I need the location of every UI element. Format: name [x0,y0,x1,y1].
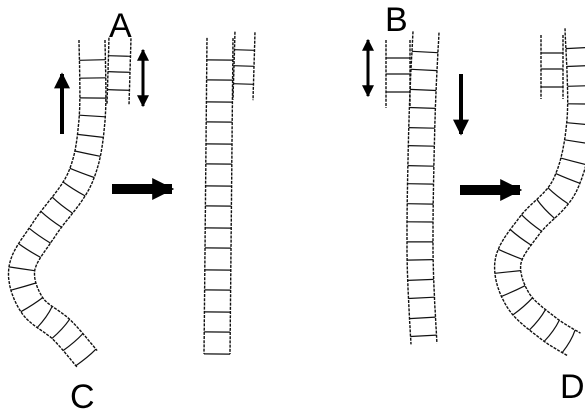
strand-segment [235,50,255,51]
strand-segment [409,108,435,109]
strand-segment [556,174,580,184]
strand-wall [204,38,207,354]
strand-segment [407,260,433,261]
strand-segment [411,69,437,70]
strand-segment [498,249,522,259]
strand-segment [234,66,254,67]
strand-segment [19,244,41,258]
doublet-c-bent [9,40,106,367]
strand-segment [52,319,70,338]
strand-wall [35,40,106,351]
strand-segment [522,215,542,232]
strand-segment [63,182,85,196]
strand-wall [407,31,413,344]
strand-segment [29,228,50,243]
strand-wall [107,38,109,104]
strand-segment [567,65,585,66]
strand-segment [408,146,434,147]
strand-segment [76,349,96,366]
strand-segment [9,267,35,271]
strand-segment [537,199,555,218]
strand-segment [566,47,585,48]
panel-label-b: B [385,3,408,37]
strand-segment [79,60,105,61]
strand-segment [501,286,525,297]
strand-segment [41,211,62,227]
strand-segment [565,140,585,144]
strand-segment [78,134,104,137]
strand-segment [409,297,435,298]
strand-segment [544,320,559,341]
panel-label-d: D [560,370,585,404]
doublet-b-short [386,40,410,108]
strand-segment [567,123,585,125]
strand-segment [107,90,129,91]
strand-segment [52,197,72,213]
strand-segment [37,306,52,327]
strand-segment [410,89,436,90]
strand-segment [548,188,568,204]
strand-segment [70,168,94,177]
panel-label-c: C [70,380,95,414]
strand-segment [510,230,531,246]
strand-segment [529,310,545,330]
strand-segment [562,330,575,353]
doublet-straight-right [233,32,255,101]
strand-segment [79,115,105,117]
strand-segment [410,317,436,319]
strand-segment [408,279,434,280]
doublet-straight-left [204,38,233,354]
strand-segment [21,298,43,312]
strand-wall [129,38,131,104]
strand-segment [495,271,521,274]
doublet-d-short [541,35,563,99]
strand-segment [234,84,254,85]
doublet-a-short [107,38,131,105]
strand-segment [412,51,438,52]
strand-segment [75,151,100,156]
strand-segment [408,166,434,167]
strand-segment [409,128,435,129]
strand-segment [568,86,585,87]
strand-segment [108,72,130,73]
strand-segment [11,283,36,290]
strand-wall [433,33,439,344]
strand-segment [109,56,131,57]
strand-segment [513,298,533,315]
strand-segment [411,335,437,336]
strand-segment [63,334,83,351]
panel-label-a: A [109,9,132,43]
strand-wall [230,38,233,354]
strand-segment [561,158,585,165]
doublet-b-long [407,31,439,344]
